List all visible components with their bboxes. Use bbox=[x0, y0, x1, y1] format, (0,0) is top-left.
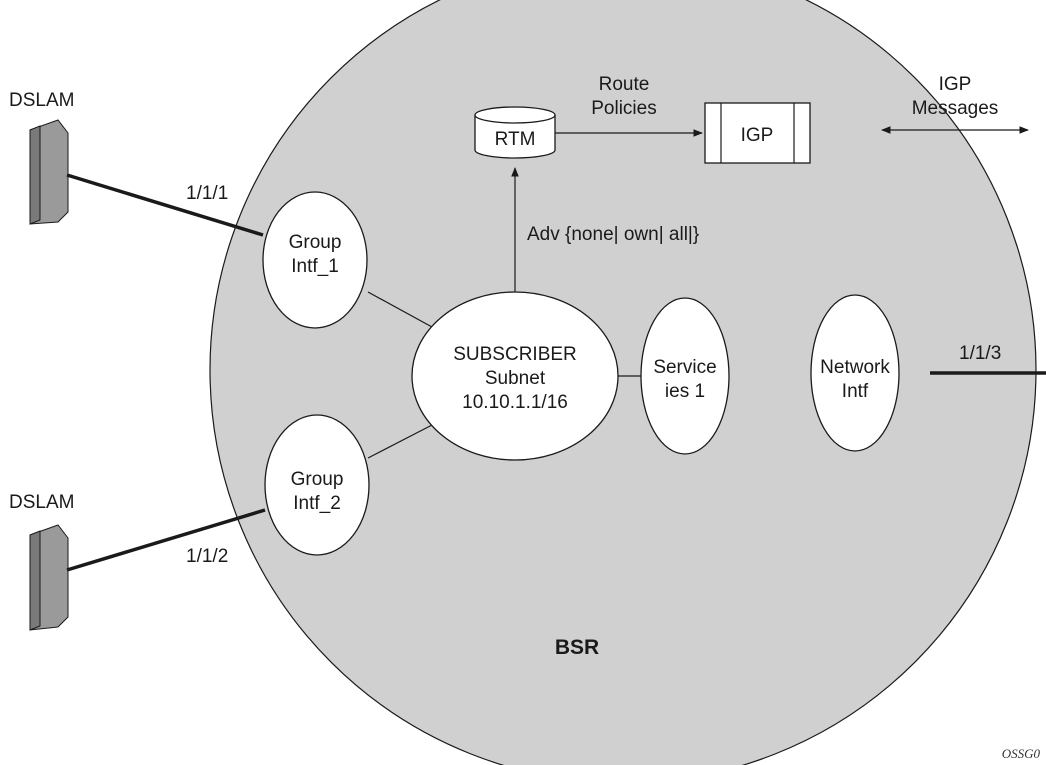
dslam-bottom-label: DSLAM bbox=[9, 492, 74, 513]
igp-messages-label-line2: Messages bbox=[912, 98, 999, 119]
adv-label: Adv {none| own| all|} bbox=[527, 224, 699, 245]
service-label-line2: ies 1 bbox=[665, 381, 705, 402]
subscriber-subnet-node bbox=[411, 291, 619, 461]
igp-label: IGP bbox=[741, 125, 774, 146]
route-policies-label-line1: Route bbox=[599, 74, 650, 95]
link-1-1-1 bbox=[66, 173, 264, 237]
link-1-1-2 bbox=[66, 508, 266, 572]
port-1-label: 1/1/1 bbox=[186, 183, 228, 204]
dslam-top-device bbox=[29, 119, 69, 225]
group2-label-line2: Intf_2 bbox=[293, 493, 341, 514]
igp-box bbox=[704, 102, 811, 164]
subscriber-label-line1: SUBSCRIBER bbox=[453, 344, 577, 365]
service-label-line1: Service bbox=[653, 357, 716, 378]
connector-group2-subscriber bbox=[367, 424, 433, 459]
port-3-label: 1/1/3 bbox=[959, 343, 1001, 364]
subscriber-label-line2: Subnet bbox=[485, 368, 546, 389]
group1-label-line1: Group bbox=[289, 232, 342, 253]
router-label: BSR bbox=[555, 636, 599, 659]
connector-group1-subscriber bbox=[367, 291, 433, 328]
subscriber-label-line3: 10.10.1.1/16 bbox=[462, 392, 568, 413]
dslam-bottom-device bbox=[29, 524, 69, 631]
bsr-router-circle bbox=[209, 0, 1037, 765]
network-intf-node bbox=[810, 294, 900, 452]
port-2-label: 1/1/2 bbox=[186, 546, 228, 567]
figure-id: OSSG0 bbox=[1002, 746, 1041, 761]
rtm-database bbox=[474, 106, 556, 159]
network-label-line1: Network bbox=[820, 357, 890, 378]
group2-label-line1: Group bbox=[291, 469, 344, 490]
service-ies-node bbox=[640, 297, 730, 455]
network-label-line2: Intf bbox=[842, 381, 869, 402]
dslam-top-label: DSLAM bbox=[9, 90, 74, 111]
route-policies-label-line2: Policies bbox=[591, 98, 656, 119]
group-intf-2-node bbox=[264, 414, 370, 556]
rtm-label: RTM bbox=[495, 129, 536, 150]
igp-messages-label-line1: IGP bbox=[939, 74, 972, 95]
group-intf-1-node bbox=[262, 191, 368, 329]
group1-label-line2: Intf_1 bbox=[291, 256, 339, 277]
